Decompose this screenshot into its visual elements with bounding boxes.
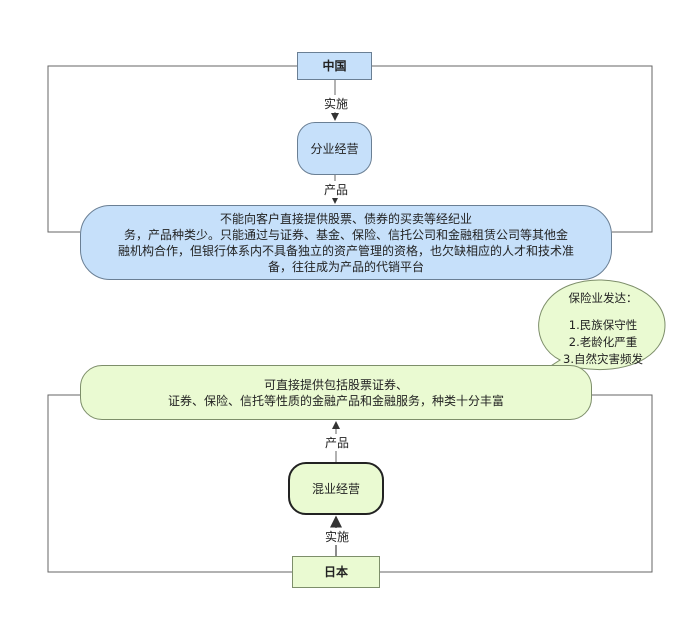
- china-loop-right: [372, 65, 653, 233]
- callout-bubble: [534, 279, 666, 377]
- japan-desc-line: 可直接提供包括股票证券、: [263, 377, 408, 392]
- china-description-box: 不能向客户直接提供股票、债券的买卖等经纪业 务，产品种类少。只能通过与证券、基金…: [80, 205, 612, 280]
- country-box-japan: 日本: [292, 556, 380, 588]
- japan-desc-line: 证券、保险、信托等性质的金融产品和金融服务，种类十分丰富: [167, 393, 504, 408]
- callout-item: 3.自然灾害频发: [563, 352, 643, 366]
- china-implement-label: 实施: [322, 95, 351, 112]
- callout-text: 保险业发达： 1.民族保守性 2.老龄化严重 3.自然灾害频发: [548, 290, 658, 368]
- country-box-china: 中国: [297, 52, 372, 80]
- callout-title: 保险业发达：: [568, 291, 638, 305]
- china-model-box: 分业经营: [297, 122, 372, 175]
- callout-item: 1.民族保守性: [568, 318, 638, 332]
- china-desc-line: 不能向客户直接提供股票、债券的买卖等经纪业: [219, 211, 472, 226]
- japan-product-label: 产品: [323, 434, 352, 451]
- japan-description-box: 可直接提供包括股票证券、 证券、保险、信托等性质的金融产品和金融服务，种类十分丰…: [80, 365, 592, 420]
- china-desc-line: 融机构合作，但银行体系内不具备独立的资产管理的资格，也欠缺相应的人才和技术准: [117, 243, 574, 258]
- china-desc-line: 务，产品种类少。只能通过与证券、基金、保险、信托公司和金融租赁公司等其他金: [123, 227, 568, 242]
- china-desc-line: 备，往往成为产品的代销平台: [267, 259, 424, 274]
- callout-item: 2.老龄化严重: [568, 335, 638, 349]
- japan-loop-right: [380, 394, 653, 573]
- china-product-label: 产品: [322, 181, 351, 198]
- china-loop-left: [47, 65, 297, 233]
- japan-loop-left: [47, 394, 292, 573]
- japan-model-box: 混业经营: [288, 462, 384, 515]
- japan-implement-label: 实施: [323, 528, 352, 545]
